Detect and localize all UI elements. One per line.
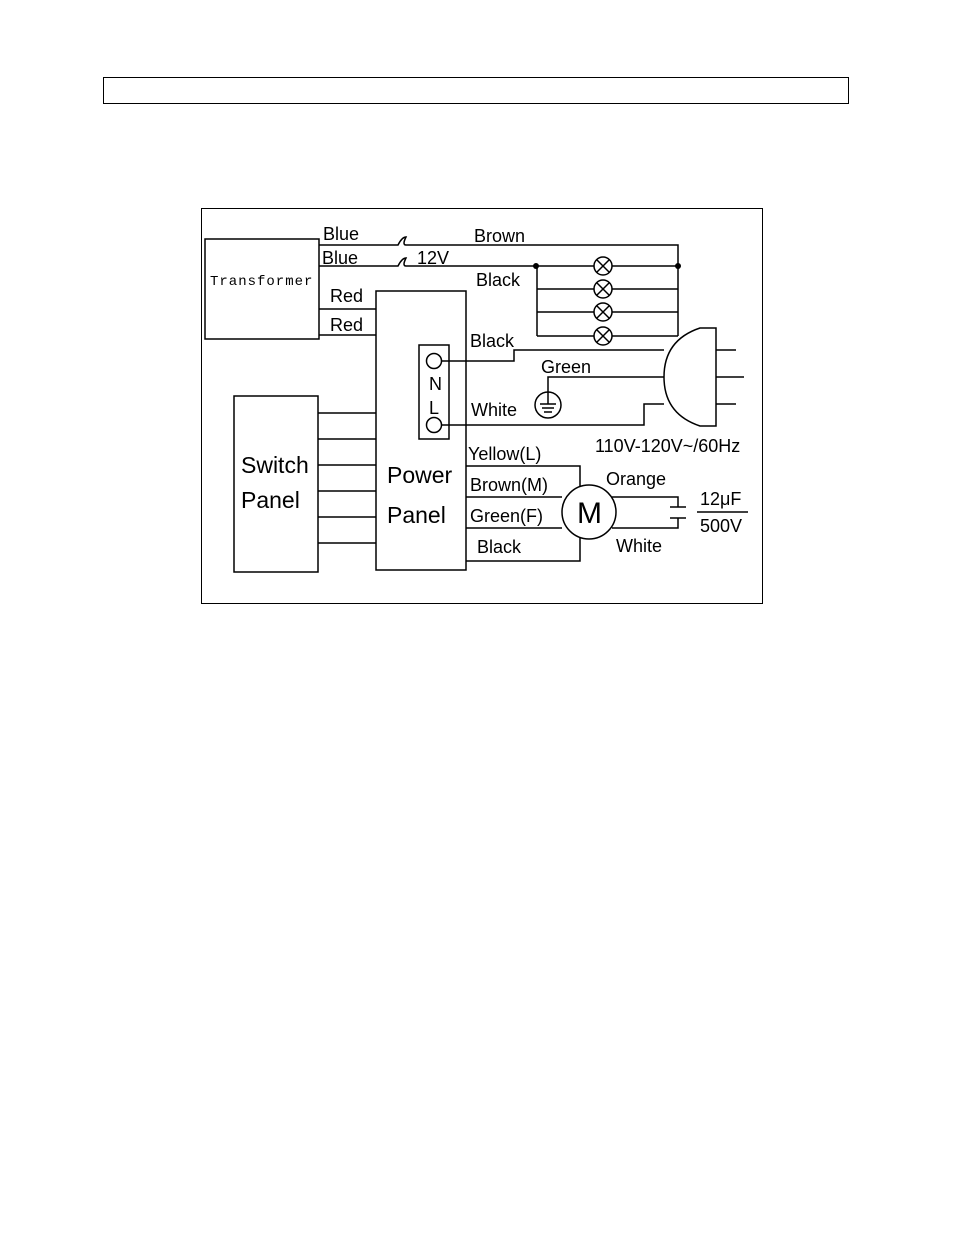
green-fast-wire-label: Green(F) <box>470 506 543 526</box>
lamp-icon <box>594 303 612 321</box>
green-ground-wire <box>548 377 664 392</box>
brown-lamp-wire-label: Brown <box>474 226 525 246</box>
switch-panel-label-1: Switch <box>241 452 309 478</box>
terminal-n-icon <box>427 354 442 369</box>
switch-wires <box>318 413 376 543</box>
blue-black-wire <box>319 258 678 266</box>
green-ground-wire-label: Green <box>541 357 591 377</box>
power-panel-box <box>376 291 466 570</box>
switch-panel-box <box>234 396 318 572</box>
red-wire-1-label: Red <box>330 286 363 306</box>
switch-panel-label-2: Panel <box>241 487 300 513</box>
blue-wire-2-label: Blue <box>322 248 358 268</box>
lamp-array <box>533 257 681 345</box>
power-panel-label-1: Power <box>387 462 453 488</box>
black-motor-wire-label: Black <box>477 537 522 557</box>
transformer-label: Transformer <box>210 274 313 290</box>
voltage-12v-label: 12V <box>417 248 449 268</box>
terminal-l-label: L <box>429 398 439 418</box>
supply-label: 110V-120V~/60Hz <box>595 436 740 456</box>
lamp-icon <box>594 257 612 275</box>
lamp-icon <box>594 280 612 298</box>
motor-label: M <box>577 497 602 530</box>
white-l-wire-label: White <box>471 400 517 420</box>
capacitor-icon <box>670 507 686 518</box>
white-cap-wire-label: White <box>616 536 662 556</box>
black-lamp-wire-label: Black <box>476 270 521 290</box>
red-wire-2-label: Red <box>330 315 363 335</box>
black-n-wire-label: Black <box>470 331 515 351</box>
brown-med-wire-label: Brown(M) <box>470 475 548 495</box>
plug-icon <box>664 328 744 426</box>
yellow-low-wire-label: Yellow(L) <box>468 444 541 464</box>
blue-wire-1-label: Blue <box>323 224 359 244</box>
terminal-n-label: N <box>429 374 442 394</box>
orange-cap-wire <box>612 497 678 507</box>
power-panel-label-2: Panel <box>387 502 446 528</box>
capacitor-value-label: 12μF <box>700 489 741 509</box>
orange-cap-wire-label: Orange <box>606 469 666 489</box>
capacitor-voltage-label: 500V <box>700 516 742 536</box>
lamp-icon <box>594 327 612 345</box>
terminal-l-icon <box>427 418 442 433</box>
white-cap-wire <box>612 518 678 528</box>
